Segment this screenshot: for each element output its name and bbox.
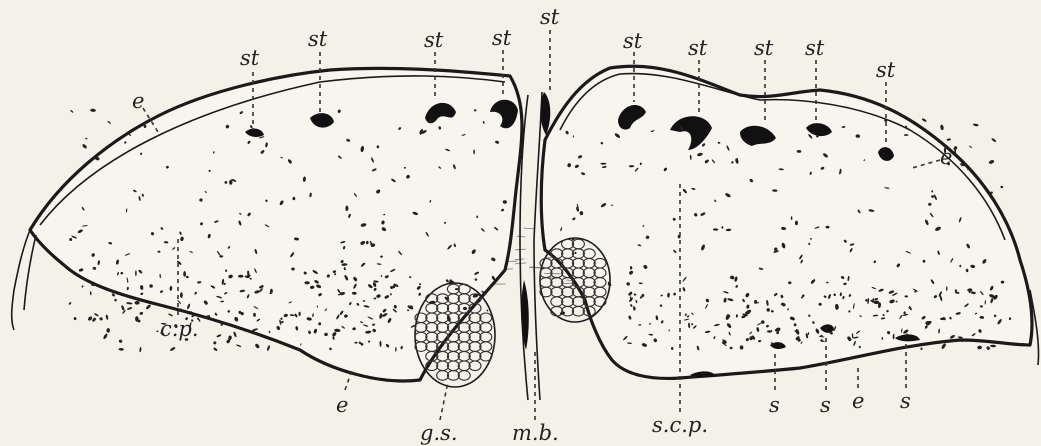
label-mb: m.b. [512, 421, 559, 445]
label-st-6: st [623, 29, 643, 53]
label-st-10: st [876, 58, 896, 82]
label-st-1: st [240, 46, 260, 70]
label-st-4: st [492, 26, 512, 50]
label-cp: c.p. [160, 317, 199, 341]
label-s-3: s [900, 389, 911, 413]
label-s-1: s [769, 393, 780, 417]
label-e-upper: e [132, 89, 144, 113]
label-st-7: st [688, 36, 708, 60]
label-e-prime: e' [940, 145, 958, 169]
label-scp: s.c.p. [652, 413, 708, 437]
label-st-8: st [754, 36, 774, 60]
label-gs: g.s. [420, 421, 458, 445]
label-e-lower-right: e [852, 389, 864, 413]
left-edge-flap-2 [24, 235, 36, 310]
right-lobe-outline [541, 66, 1032, 378]
label-st-5: st [540, 5, 560, 29]
label-st-2: st [308, 27, 328, 51]
label-s-2: s [820, 393, 831, 417]
label-st-9: st [805, 36, 825, 60]
label-e-lower: e [336, 393, 348, 417]
label-st-3: st [424, 28, 444, 52]
